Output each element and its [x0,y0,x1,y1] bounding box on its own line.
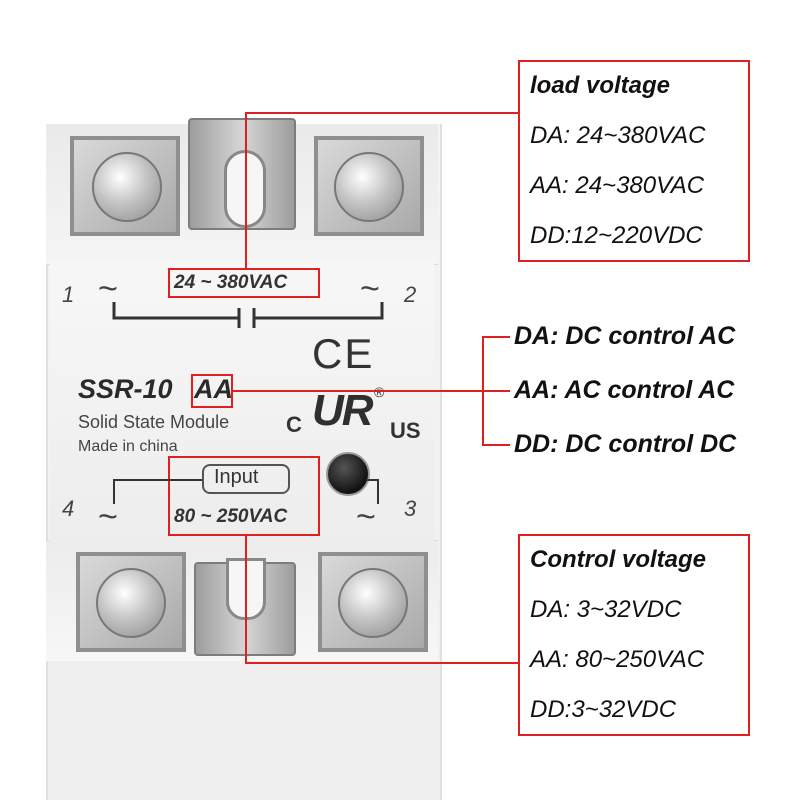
load-range-label: 24 ~ 380VAC [174,272,288,293]
load-range-highlight [168,268,320,298]
mode-callout-line [233,390,483,392]
module-subtitle: Solid State Module [78,412,230,432]
tilde-icon: ~ [98,498,118,536]
input-wiring-symbol [113,479,379,504]
ul-c-label: C [286,412,302,437]
load-voltage-line: AA: 24~380VAC [530,172,705,199]
control-voltage-callout [518,534,750,736]
tilde-icon: ~ [98,270,118,308]
screw-icon [334,152,404,222]
control-voltage-line: DA: 3~32VDC [530,596,682,623]
load-voltage-line: DA: 24~380VAC [530,122,706,149]
terminal-2-number: 2 [404,282,417,307]
load-voltage-callout [518,60,750,262]
load-callout-line-horizontal [245,112,519,114]
model-prefix: SSR-10 [78,374,173,404]
contact-symbol-icon [112,302,384,328]
control-callout-line-vertical [245,536,247,664]
origin-label: Made in china [78,438,178,455]
led-indicator [326,452,370,496]
terminal-3-number: 3 [404,496,417,521]
load-voltage-title: load voltage [530,72,671,99]
screw-icon [92,152,162,222]
control-voltage-title: Control voltage [530,546,707,573]
mode-bracket-middle [482,390,510,392]
tilde-icon: ~ [360,270,380,308]
mode-da: DA: DC control AC [514,322,736,350]
screw-icon [338,568,408,638]
model-suffix-highlight [191,374,233,408]
input-highlight [168,456,320,536]
mode-aa: AA: AC control AC [514,376,735,404]
control-voltage-line: DD:3~32VDC [530,696,677,723]
input-range-label: 80 ~ 250VAC [174,506,288,527]
mode-bracket-top [482,336,510,338]
screw-icon [96,568,166,638]
tilde-icon: ~ [356,498,376,536]
mode-dd: DD: DC control DC [514,430,737,458]
terminal-1-number: 1 [62,282,75,307]
control-callout-line-horizontal [245,662,519,664]
ul-recognized-logo: UR [312,386,374,435]
model-suffix: AA [194,374,233,404]
load-callout-line-vertical [245,112,247,270]
mode-bracket-bottom [482,444,510,446]
input-label: Input [214,466,259,488]
ce-mark: CE [312,330,375,377]
load-voltage-line: DD:12~220VDC [530,222,703,249]
input-pill [202,464,290,494]
ul-us-label: US [390,418,421,443]
control-voltage-line: AA: 80~250VAC [530,646,705,673]
terminal-4-number: 4 [62,496,75,521]
registered-mark: ® [374,384,385,400]
